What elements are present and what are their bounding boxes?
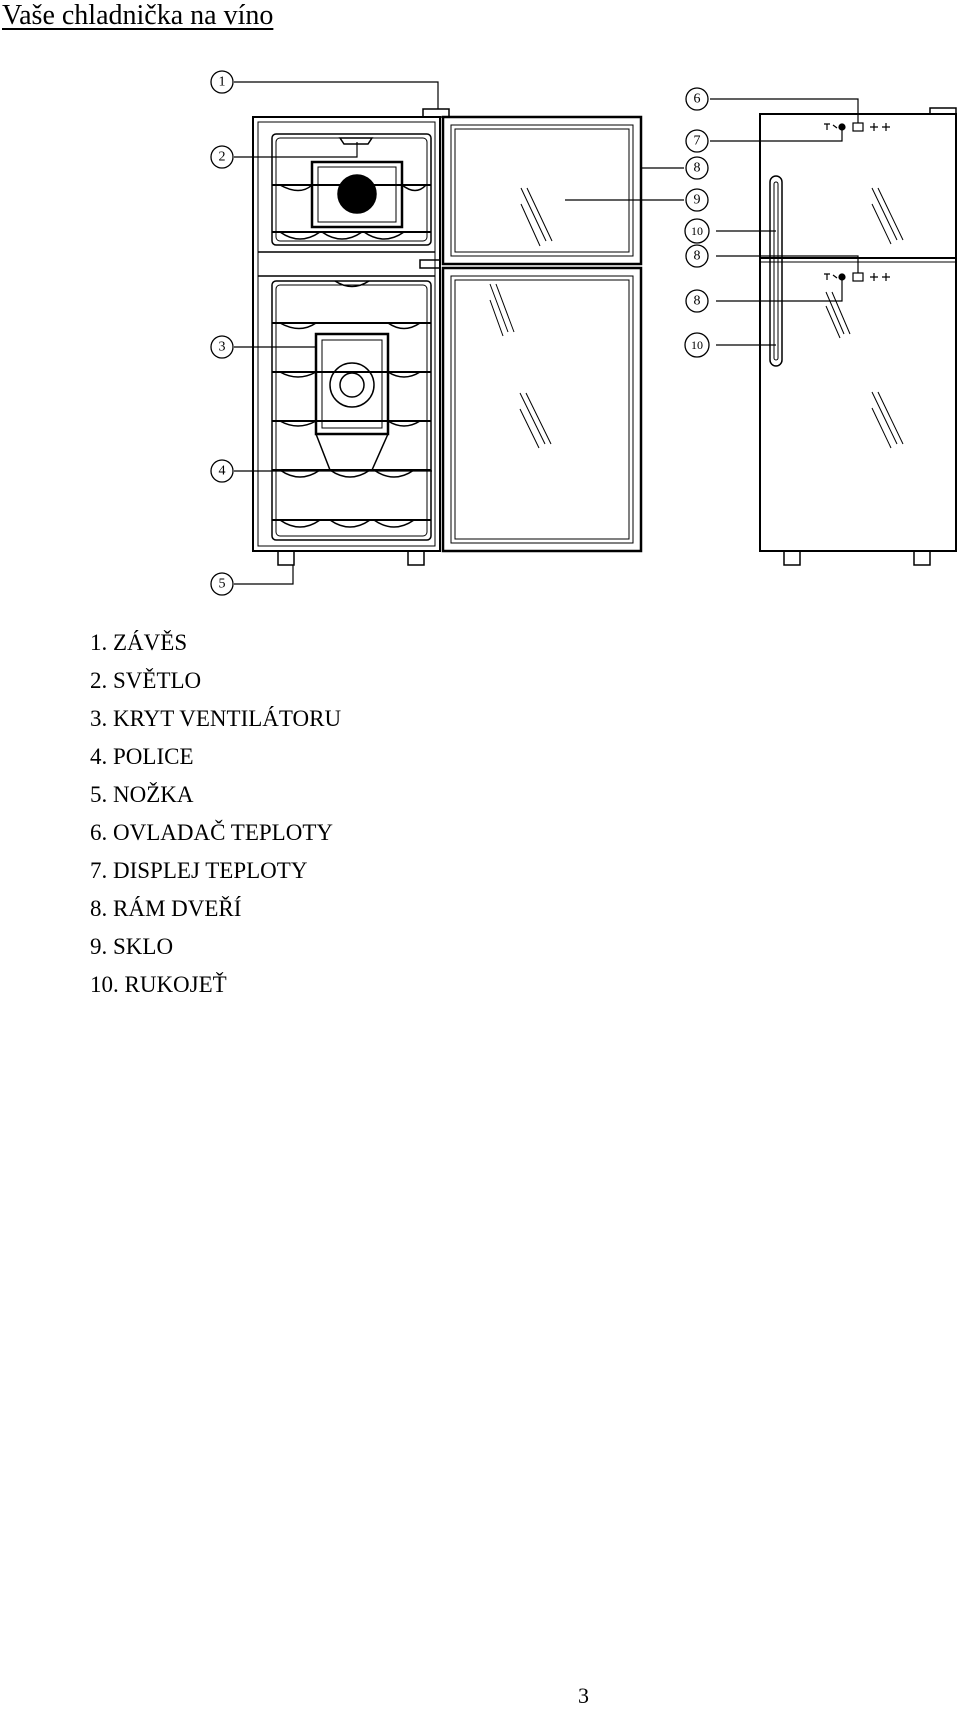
callout-label: 7: [694, 134, 701, 149]
open-cabinet: [252, 108, 450, 566]
callout-8c: [685, 289, 709, 313]
callout-label: 3: [219, 340, 226, 355]
list-item: 9. SKLO: [90, 934, 174, 959]
callout-6: [685, 87, 709, 111]
list-item: 10. RUKOJEŤ: [90, 972, 227, 997]
list-item: 4. POLICE: [90, 744, 194, 769]
callout-leaders: [234, 81, 859, 585]
page-number: 3: [578, 1683, 589, 1708]
callout-label: 6: [694, 92, 701, 107]
callout-1: [210, 70, 234, 94]
callout-label: 9: [694, 193, 701, 208]
callout-label: 2: [219, 150, 226, 165]
callout-label: 4: [219, 464, 226, 479]
callout-label: 1: [219, 75, 226, 90]
callout-label: 8: [694, 249, 701, 264]
callout-10a: [684, 218, 710, 244]
page-title: Vaše chladnička na víno: [2, 0, 274, 31]
list-item: 5. NOŽKA: [90, 782, 194, 807]
callout-9: [685, 188, 709, 212]
callout-8b: [685, 244, 709, 268]
parts-list: 1. ZÁVĚS 2. SVĚTLO 3. KRYT VENTILÁTORU 4…: [90, 624, 341, 1004]
list-item: 2. SVĚTLO: [90, 668, 202, 693]
callout-8a: [685, 156, 709, 180]
list-item: 7. DISPLEJ TEPLOTY: [90, 858, 308, 883]
callout-circles: [210, 70, 710, 596]
callout-label: 8: [694, 294, 701, 309]
list-item: 3. KRYT VENTILÁTORU: [90, 706, 342, 731]
callout-label: 8: [694, 161, 701, 176]
callout-label: 5: [219, 577, 226, 592]
glass-doors: [441, 115, 643, 553]
list-item: 8. RÁM DVEŘÍ: [90, 896, 242, 921]
callout-label: 10: [691, 338, 703, 352]
list-item: 1. ZÁVĚS: [90, 630, 188, 655]
callout-10b: [684, 332, 710, 358]
callout-4: [210, 459, 234, 483]
closed-cooler: [759, 107, 957, 566]
callout-5: [210, 572, 234, 596]
callout-3: [210, 335, 234, 359]
callout-label: 10: [691, 224, 703, 238]
wine-cooler-diagram: 1 2 3 4 5 6 7 8 9 10 8 8 10: [210, 70, 957, 596]
callout-2: [210, 145, 234, 169]
callout-7: [685, 129, 709, 153]
list-item: 6. OVLADAČ TEPLOTY: [90, 820, 333, 845]
